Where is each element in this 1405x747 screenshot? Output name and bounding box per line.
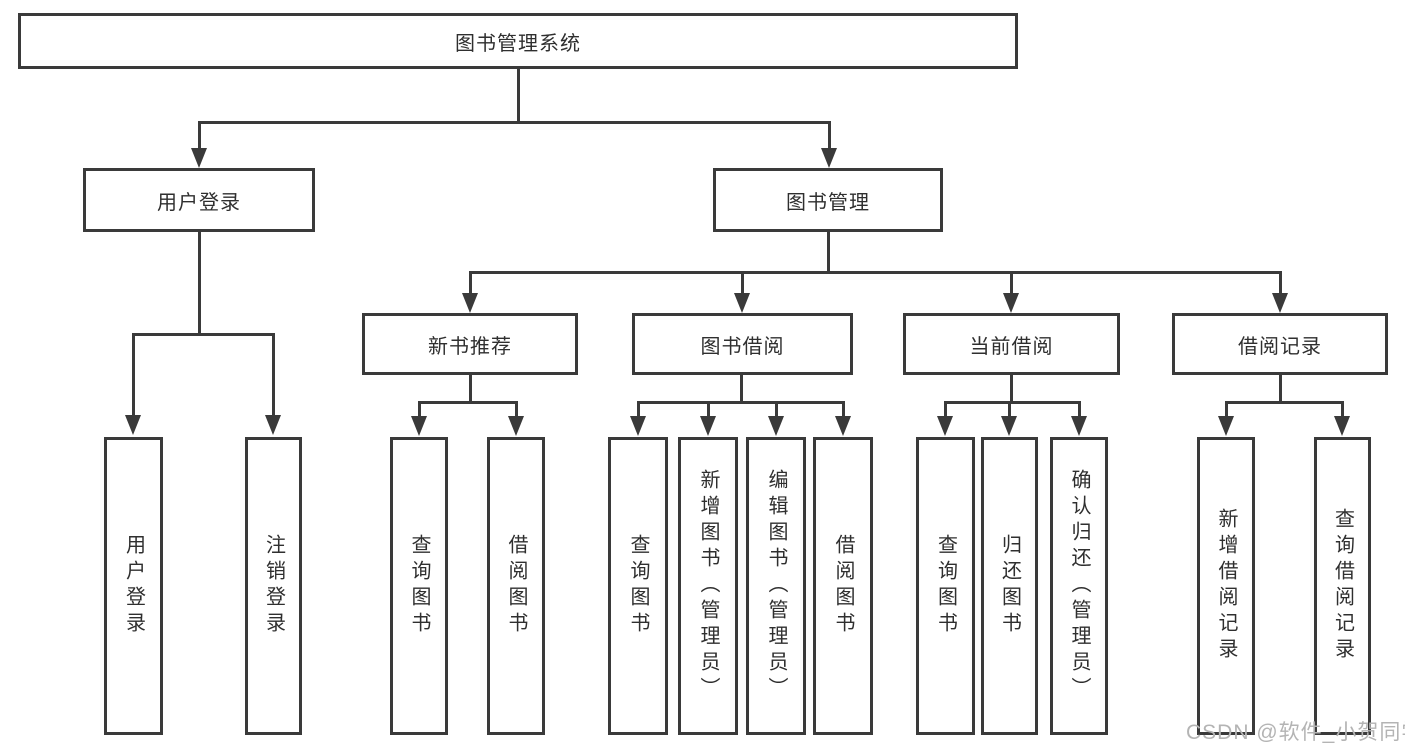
leaf-bb-add-books-admin: 新增图书（管理员） [678,437,738,735]
node-user-login: 用户登录 [83,168,315,232]
arrowhead-leaf-logout [265,415,281,435]
leaf-logout-label: 注销登录 [262,534,285,638]
connector-user-login-stem [198,232,201,336]
node-new-book-recommend: 新书推荐 [362,313,578,375]
connector-drop-new-book-recommend [469,271,472,295]
connector-root-rail [198,121,830,124]
node-library-system: 图书管理系统 [18,13,1018,69]
connector-drop-borrowing-records [1279,271,1282,295]
arrowhead-current-borrowing [1003,293,1019,313]
connector-book-management-stem [827,232,830,274]
connector-drop-rec-borrow [515,401,518,418]
leaf-logout: 注销登录 [245,437,302,735]
leaf-br-add-record-label: 新增借阅记录 [1215,508,1237,664]
node-current-borrowing: 当前借阅 [903,313,1120,375]
arrowhead-br-add [1218,416,1234,436]
connector-records-rail [1225,401,1344,404]
node-user-login-label: 用户登录 [157,191,241,214]
arrowhead-book-borrowing [734,293,750,313]
leaf-bb-query-books-label: 查询图书 [627,534,649,638]
arrowhead-cb-return [1001,416,1017,436]
arrowhead-bb-query [630,416,646,436]
csdn-watermark: CSDN @软件_小贺同学 [1186,721,1405,744]
node-borrowing-records: 借阅记录 [1172,313,1388,375]
connector-root-stem [517,69,520,124]
leaf-bb-borrow-books-label: 借阅图书 [832,534,854,638]
connector-drop-rec-query [418,401,421,418]
leaf-cb-confirm-return-admin: 确认归还（管理员） [1050,437,1108,735]
leaf-cb-return-books-label: 归还图书 [998,534,1021,638]
connector-drop-leaf-user-login [132,333,135,417]
connector-drop-bb-query [637,401,640,418]
connector-records-stem [1279,375,1282,404]
connector-current-rail [944,401,1081,404]
connector-user-login-rail [132,333,275,336]
connector-drop-br-add [1225,401,1228,418]
connector-drop-bb-add [707,401,710,418]
connector-drop-cb-query [944,401,947,418]
arrowhead-cb-query [937,416,953,436]
leaf-cb-query-books: 查询图书 [916,437,975,735]
connector-book-management-rail [469,271,1282,274]
node-new-book-recommend-label: 新书推荐 [428,335,512,358]
arrowhead-new-book-recommend [462,293,478,313]
connector-drop-bb-borrow [842,401,845,418]
arrowhead-borrowing-records [1272,293,1288,313]
leaf-bb-add-books-admin-label: 新增图书（管理员） [697,469,719,703]
leaf-bb-query-books: 查询图书 [608,437,668,735]
connector-current-stem [1010,375,1013,404]
connector-drop-cb-return [1008,401,1011,418]
leaf-user-login-label: 用户登录 [122,534,145,638]
arrowhead-bb-add [700,416,716,436]
leaf-rec-query-books-label: 查询图书 [408,534,430,638]
leaf-br-query-record-label: 查询借阅记录 [1331,508,1354,664]
connector-drop-bb-edit [775,401,778,418]
node-borrowing-records-label: 借阅记录 [1238,335,1322,358]
arrowhead-user-login [191,148,207,168]
arrowhead-cb-confirm [1071,416,1087,436]
node-book-borrowing-label: 图书借阅 [700,335,785,358]
leaf-rec-query-books: 查询图书 [390,437,448,735]
connector-drop-current-borrowing [1010,271,1013,295]
arrowhead-bb-edit [768,416,784,436]
arrowhead-bb-borrow [835,416,851,436]
leaf-br-query-record: 查询借阅记录 [1314,437,1371,735]
leaf-cb-query-books-label: 查询图书 [934,534,957,638]
arrowhead-rec-query [411,416,427,436]
node-current-borrowing-label: 当前借阅 [969,335,1054,358]
connector-drop-book-borrowing [741,271,744,295]
node-book-borrowing: 图书借阅 [632,313,853,375]
connector-drop-cb-confirm [1078,401,1081,418]
arrowhead-rec-borrow [508,416,524,436]
leaf-cb-return-books: 归还图书 [981,437,1038,735]
leaf-rec-borrow-books-label: 借阅图书 [505,534,527,638]
connector-drop-book-management [828,121,831,150]
leaf-bb-borrow-books: 借阅图书 [813,437,873,735]
connector-drop-br-query [1341,401,1344,418]
node-book-management-label: 图书管理 [786,191,870,214]
connector-recommend-stem [469,375,472,404]
leaf-bb-edit-books-admin: 编辑图书（管理员） [746,437,806,735]
arrowhead-leaf-user-login [125,415,141,435]
connector-drop-leaf-logout [272,333,275,417]
connector-recommend-rail [418,401,518,404]
connector-borrowing-stem [740,375,743,404]
node-book-management: 图书管理 [713,168,943,232]
node-library-system-label: 图书管理系统 [455,32,581,55]
arrowhead-br-query [1334,416,1350,436]
arrowhead-book-management [821,148,837,168]
leaf-cb-confirm-return-admin-label: 确认归还（管理员） [1068,469,1090,703]
leaf-rec-borrow-books: 借阅图书 [487,437,545,735]
leaf-bb-edit-books-admin-label: 编辑图书（管理员） [765,469,787,703]
leaf-user-login: 用户登录 [104,437,163,735]
connector-drop-user-login [198,121,201,150]
connector-borrowing-rail [637,401,845,404]
leaf-br-add-record: 新增借阅记录 [1197,437,1255,735]
